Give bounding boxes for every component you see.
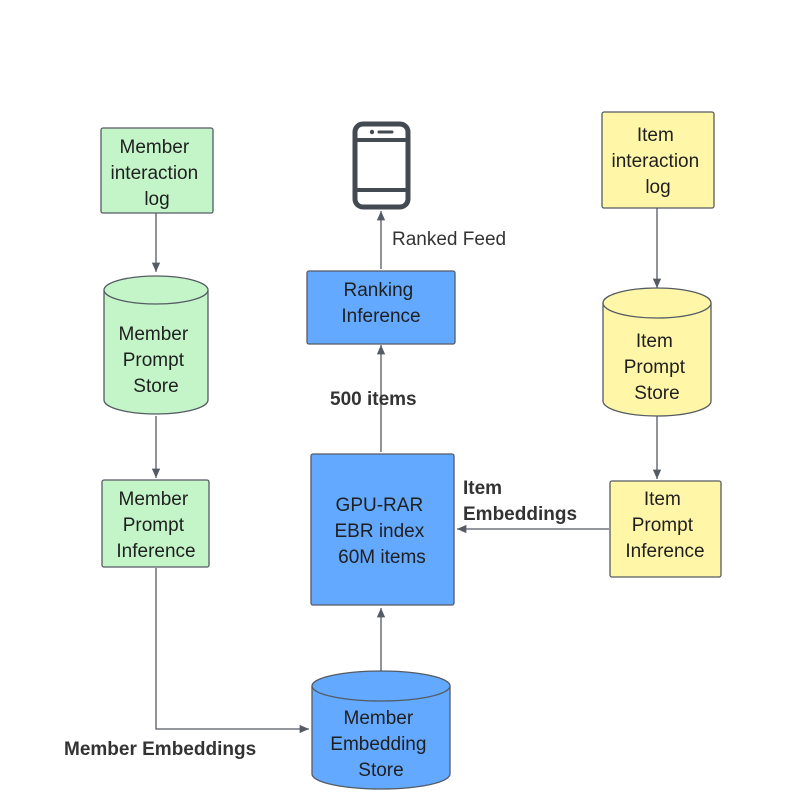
phone-icon [352, 121, 411, 210]
member-embedding-store-line-3: Store [358, 760, 403, 781]
item-interaction-log-box: Item interaction log [601, 111, 715, 209]
item-embeddings-label-line-1: Item [463, 478, 502, 499]
ranking-inference-box: Ranking Inference [306, 270, 456, 345]
member-prompt-inference-box: Member Prompt Inference [101, 479, 210, 568]
svg-text:Member Embedding S: Member Embedding Store [330, 708, 431, 781]
svg-text:Item Prompt Store: Item Prompt Store [624, 331, 691, 404]
member-prompt-store-line-2: Prompt [123, 350, 185, 371]
gpu-rar-index-box: GPU-RAR EBR index 60M items [310, 453, 455, 606]
ranking-inference-line-1: Ranking [344, 280, 414, 301]
gpu-rar-index-line-2: EBR index [334, 521, 424, 542]
item-interaction-log-line-1: Item [637, 125, 674, 146]
svg-text:Member Prompt Stor: Member Prompt Store [119, 324, 194, 397]
item-interaction-log-line-3: log [645, 177, 670, 198]
member-embedding-store-line-1: Member [344, 708, 414, 729]
item-prompt-store-cylinder: Item Prompt Store [602, 287, 712, 417]
ranking-inference-line-2: Inference [341, 306, 420, 327]
svg-text:Member Prompt Infe: Member Prompt Inference [116, 489, 195, 562]
item-interaction-log-line-2: interaction [612, 151, 700, 172]
member-embedding-store-line-2: Embedding [330, 734, 426, 755]
item-embeddings-label-line-2: Embeddings [463, 504, 577, 525]
member-interaction-log-box: Member interaction log [100, 127, 214, 214]
member-embeddings-label: Member Embeddings [64, 739, 256, 760]
svg-text:GPU-RAR EBR index: GPU-RAR EBR index 60M items [334, 495, 429, 568]
item-prompt-inference-line-2: Prompt [632, 515, 694, 536]
member-prompt-inference-line-1: Member [119, 489, 189, 510]
svg-text:Item Prompt Infere: Item Prompt Inference [625, 489, 704, 562]
item-prompt-store-line-2: Prompt [624, 357, 686, 378]
edge-member-inference-to-embedding-store [155, 568, 309, 734]
member-embedding-store-cylinder: Member Embedding Store [311, 670, 451, 790]
ranked-feed-label: Ranked Feed [392, 229, 506, 250]
member-interaction-log-line-2: interaction [111, 163, 199, 184]
member-prompt-inference-line-3: Inference [116, 541, 195, 562]
member-interaction-log-line-1: Member [120, 137, 190, 158]
svg-text:Ranking Inference: Ranking Inference [341, 280, 420, 327]
member-prompt-inference-line-2: Prompt [123, 515, 185, 536]
item-prompt-store-line-3: Store [634, 383, 679, 404]
svg-text:Member interaction: Member interaction log [111, 137, 204, 210]
member-prompt-store-cylinder: Member Prompt Store [103, 275, 209, 415]
item-prompt-store-line-1: Item [636, 331, 673, 352]
item-prompt-inference-line-3: Inference [625, 541, 704, 562]
item-embeddings-label: Item Embeddings [463, 478, 577, 525]
svg-text:Item interaction l: Item interaction log [612, 125, 705, 198]
item-prompt-inference-box: Item Prompt Inference [609, 480, 722, 578]
member-interaction-log-line-3: log [144, 189, 169, 210]
item-prompt-inference-line-1: Item [644, 489, 681, 510]
member-prompt-store-line-1: Member [119, 324, 189, 345]
items-500-label: 500 items [330, 389, 417, 410]
member-prompt-store-line-3: Store [133, 376, 178, 397]
gpu-rar-index-line-3: 60M items [338, 547, 426, 568]
gpu-rar-index-line-1: GPU-RAR [336, 495, 424, 516]
